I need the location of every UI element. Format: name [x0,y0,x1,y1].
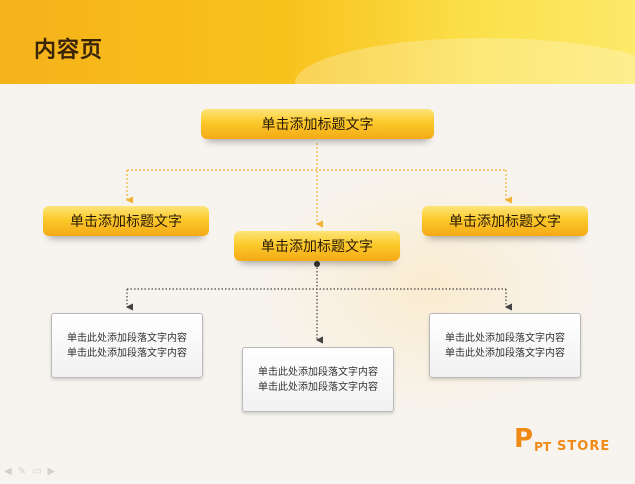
logo-p: P [514,424,534,454]
paragraph-line: 单击此处添加段落文字内容 [445,347,565,359]
left-arrow-icon[interactable]: ◀ [4,466,12,477]
right-title-label: 单击添加标题文字 [449,214,561,230]
right-arrow-icon[interactable]: ▶ [47,466,56,477]
paragraph-line: 单击此处添加段落文字内容 [67,332,187,344]
bottom-connectors [125,264,512,344]
pencil-icon[interactable]: ✎ [17,466,27,477]
left-paragraph-box[interactable]: 单击此处添加段落文字内容 单击此处添加段落文字内容 [51,313,203,378]
paragraph-line: 单击此处添加段落文字内容 [258,381,378,393]
slide-toolbar: ◀ ✎ ▭ ▶ [4,466,55,477]
center-title-label: 单击添加标题文字 [261,239,373,255]
paragraph-line: 单击此处添加段落文字内容 [258,366,378,378]
center-title-node[interactable]: 单击添加标题文字 [234,231,400,261]
slide-icon[interactable]: ▭ [32,466,42,477]
paragraph-line: 单击此处添加段落文字内容 [67,347,187,359]
page-title: 内容页 [34,38,104,63]
header-banner: 内容页 [0,0,635,84]
left-title-label: 单击添加标题文字 [70,214,182,230]
logo-pt: PT [534,440,552,454]
top-title-label: 单击添加标题文字 [261,117,374,133]
top-connectors [125,143,512,228]
center-paragraph-box[interactable]: 单击此处添加段落文字内容 单击此处添加段落文字内容 [242,347,394,412]
top-title-node[interactable]: 单击添加标题文字 [201,109,434,139]
left-title-node[interactable]: 单击添加标题文字 [43,206,209,236]
right-title-node[interactable]: 单击添加标题文字 [422,206,588,236]
logo-store: STORE [557,439,611,454]
paragraph-line: 单击此处添加段落文字内容 [445,332,565,344]
ppt-store-logo: P PT STORE [514,424,610,454]
right-paragraph-box[interactable]: 单击此处添加段落文字内容 单击此处添加段落文字内容 [429,313,581,378]
